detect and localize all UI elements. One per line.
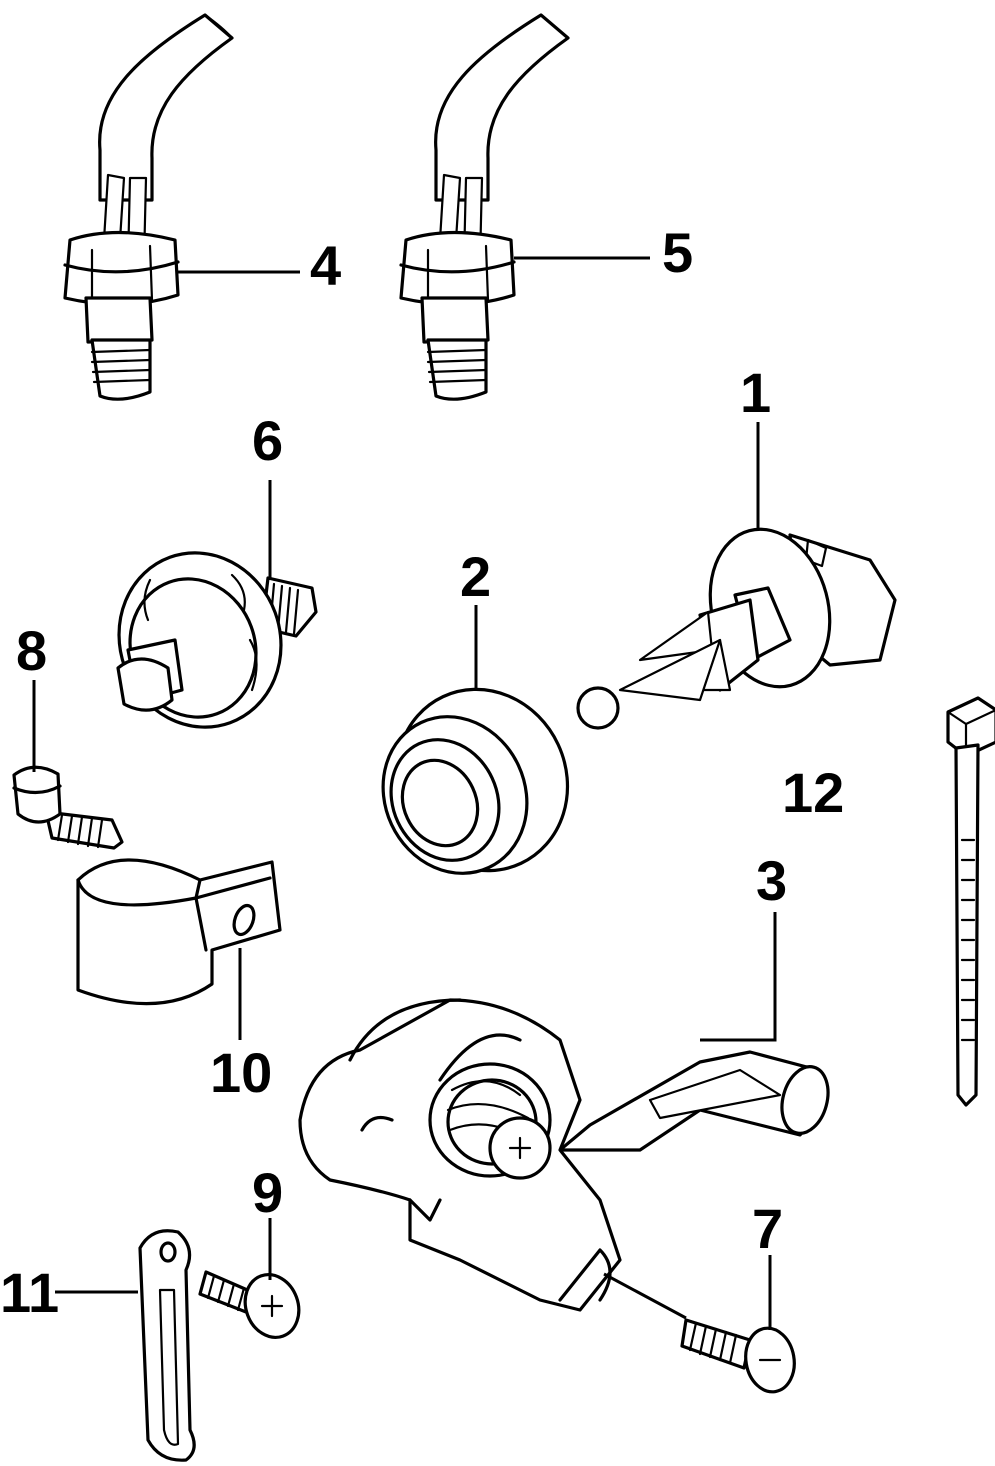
part-4-switch [63,13,234,401]
part-6-sensor [116,551,318,729]
part-8-bolt [12,765,124,850]
part-9-screw [198,1270,301,1339]
callout-6: 6 [252,409,283,472]
part-11-strap [138,1229,196,1462]
part-12-cable-tie [946,696,995,1107]
callout-2: 2 [460,545,491,608]
callout-9: 9 [252,1161,283,1224]
callout-3: 3 [756,849,787,912]
callout-numbers: 4 5 6 1 2 8 12 3 10 9 7 11 [0,221,844,1324]
callout-1: 1 [740,361,771,424]
callout-7: 7 [752,1197,783,1260]
callout-4: 4 [310,234,341,297]
callout-8: 8 [16,619,47,682]
leader-7b [603,1272,687,1320]
part-3-sensor-bracket [298,998,830,1312]
callout-12: 12 [782,761,844,824]
part-2-grommet [381,687,570,875]
leader-lines [32,256,777,1330]
part-1-connector-sensor [576,527,897,730]
part-5-switch [399,13,570,401]
part-7-bolt [680,1318,796,1394]
callout-5: 5 [662,221,693,284]
callout-11: 11 [0,1261,59,1324]
leader-3 [700,912,777,1042]
callout-10: 10 [210,1041,272,1104]
part-10-clamp [76,858,282,1006]
